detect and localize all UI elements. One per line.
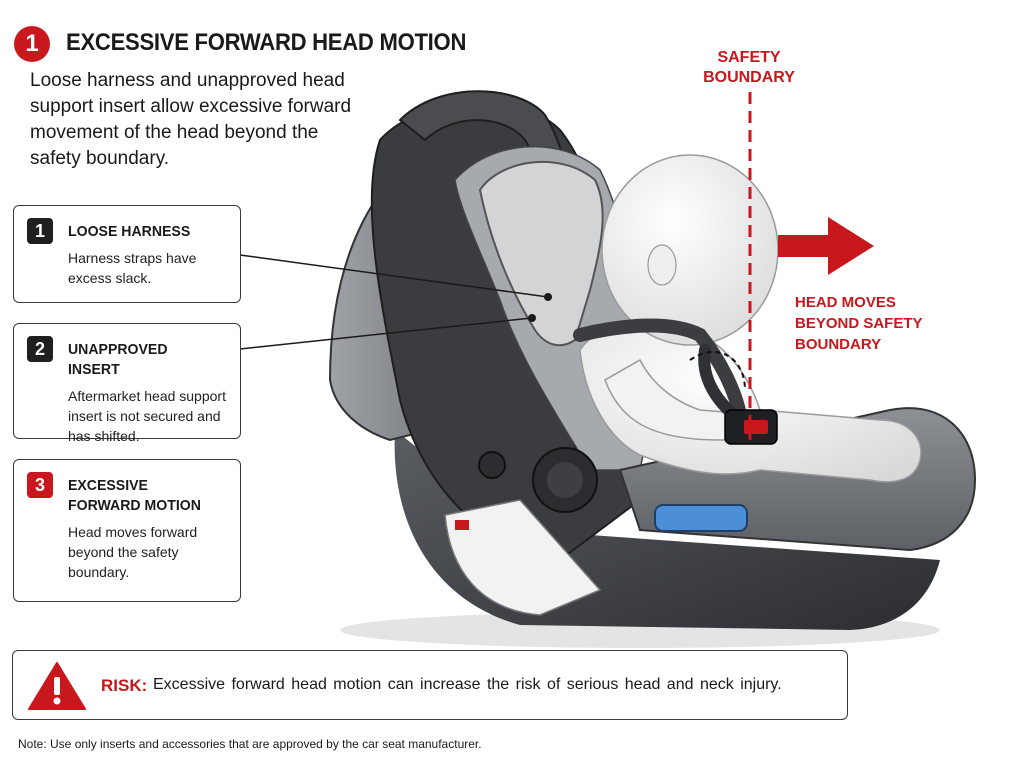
harness-strap-left xyxy=(573,318,747,422)
page-title: EXCESSIVE FORWARD HEAD MOTION xyxy=(66,29,467,56)
safety-boundary-label: SAFETY BOUNDARY xyxy=(703,49,795,86)
baby-ear xyxy=(647,244,677,286)
callout-title: EXCESSIVE FORWARD MOTION xyxy=(68,477,201,514)
callout-excessive-forward-motion: 3 EXCESSIVE FORWARD MOTION Head moves fo… xyxy=(13,459,241,602)
leader-line-1 xyxy=(239,254,549,298)
warning-triangle-icon xyxy=(28,662,86,710)
callout-title: LOOSE HARNESS xyxy=(68,223,191,240)
callout-title: UNAPPROVED INSERT xyxy=(68,341,168,378)
warning-label-icon xyxy=(444,499,602,616)
callout-number-badge: 2 xyxy=(27,336,53,362)
callout-unapproved-insert: 2 UNAPPROVED INSERT Aftermarket head sup… xyxy=(13,323,241,444)
callout-body: Aftermarket head support insert is not s… xyxy=(68,388,226,444)
intro-text: Loose harness and unapproved head suppor… xyxy=(30,70,352,169)
callout-body: Harness straps have excess slack. xyxy=(68,250,197,286)
head-moves-label: HEAD MOVES BEYOND SAFETY BOUNDARY xyxy=(795,294,923,353)
risk-label: RISK: xyxy=(101,676,148,695)
risk-text: Excessive forward head motion can increa… xyxy=(153,676,782,693)
callout-loose-harness: 1 LOOSE HARNESS Harness straps have exce… xyxy=(13,205,241,303)
header-number-badge: 1 xyxy=(14,26,50,62)
risk-panel: RISK: Excessive forward head motion can … xyxy=(12,650,848,720)
callout-number-badge: 1 xyxy=(27,218,53,244)
callout-number-badge: 3 xyxy=(27,472,53,498)
slack-indicator xyxy=(689,350,746,391)
right-arrow-icon xyxy=(778,217,874,275)
callout-body: Head moves forward beyond the safety bou… xyxy=(68,524,198,580)
side-knob xyxy=(478,451,506,479)
release-button xyxy=(654,504,748,532)
footnote: Note: Use only inserts and accessories t… xyxy=(18,737,482,751)
baby-head xyxy=(601,154,779,346)
leader-line-2 xyxy=(239,317,533,350)
head-insert xyxy=(478,160,604,347)
